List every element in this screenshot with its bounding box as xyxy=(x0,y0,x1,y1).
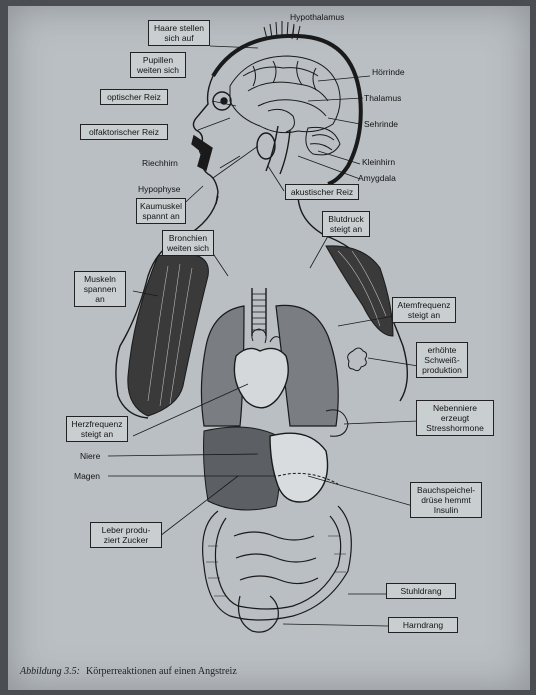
liver xyxy=(204,427,281,510)
label-atemfrequenz: Atemfrequenz steigt an xyxy=(392,297,456,323)
bladder xyxy=(239,596,279,632)
label-kaumuskel: Kaumuskel spannt an xyxy=(136,198,186,224)
label-harndrang: Harndrang xyxy=(388,617,458,633)
label-magen: Magen xyxy=(74,471,100,481)
label-optischer-reiz: optischer Reiz xyxy=(100,89,168,105)
mouth xyxy=(192,136,212,170)
sweat-gland xyxy=(348,348,367,371)
label-nebenniere: Nebenniere erzeugt Stresshormone xyxy=(416,400,494,436)
label-haare: Haare stellen sich auf xyxy=(148,20,210,46)
intestines xyxy=(203,506,352,620)
label-kleinhirn: Kleinhirn xyxy=(362,157,395,167)
brain xyxy=(230,56,340,133)
label-pupillen: Pupillen weiten sich xyxy=(130,52,186,78)
left-arm-muscle xyxy=(128,254,209,417)
label-blutdruck: Blutdruck steigt an xyxy=(322,211,370,237)
label-muskeln: Muskeln spannen an xyxy=(74,271,126,307)
label-schweiss: erhöhte Schweiß-produktion xyxy=(416,342,468,378)
brainstem xyxy=(266,126,290,174)
label-niere: Niere xyxy=(80,451,100,461)
ear xyxy=(257,133,275,159)
caption-number: Abbildung 3.5: xyxy=(20,666,80,677)
label-sehrinde: Sehrinde xyxy=(364,119,398,129)
label-riechhirn: Riechhirn xyxy=(142,158,178,168)
label-hypothalamus: Hypothalamus xyxy=(290,12,344,22)
label-amygdala: Amygdala xyxy=(358,173,396,183)
book-page: Haare stellen sich auf Hypothalamus Pupi… xyxy=(8,6,530,690)
label-herzfrequenz: Herzfrequenz steigt an xyxy=(66,416,128,442)
label-olfaktorischer-reiz: olfaktorischer Reiz xyxy=(80,124,168,140)
figure-caption: Abbildung 3.5: Körperreaktionen auf einen… xyxy=(20,666,237,677)
label-hoerrinde: Hörrinde xyxy=(372,67,405,77)
label-thalamus: Thalamus xyxy=(364,93,401,103)
caption-text: Körperreaktionen auf einen Angstreiz xyxy=(86,666,237,677)
label-akustischer-reiz: akustischer Reiz xyxy=(285,184,359,200)
label-hypophyse: Hypophyse xyxy=(138,184,181,194)
label-leber: Leber produ-ziert Zucker xyxy=(90,522,162,548)
label-bauchspeicheldruese: Bauchspeichel-drüse hemmt Insulin xyxy=(410,482,482,518)
label-stuhldrang: Stuhldrang xyxy=(386,583,456,599)
label-bronchien: Bronchien weiten sich xyxy=(162,230,214,256)
